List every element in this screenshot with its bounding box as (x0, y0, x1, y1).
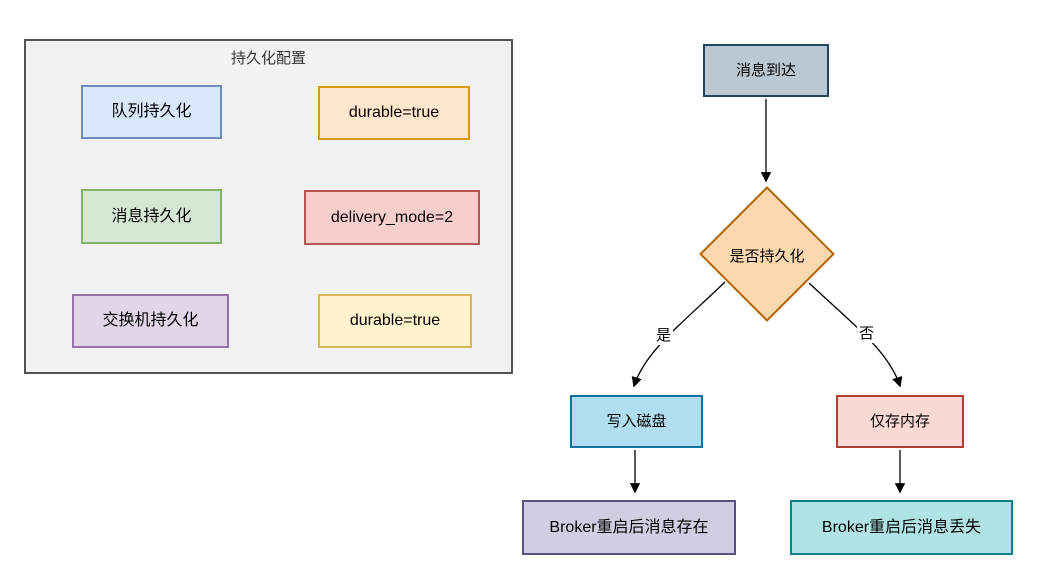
flow-node-message-lost: Broker重启后消息丢失 (790, 500, 1013, 555)
config-panel: 队列持久化 durable=true 消息持久化 delivery_mode=2… (24, 39, 513, 374)
panel-title: 持久化配置 (230, 50, 306, 67)
config-queue-node: 队列持久化 (81, 85, 222, 139)
edge-no (808, 282, 903, 388)
edge-label-no: 否 (857, 325, 877, 343)
edge-yes (631, 281, 726, 388)
config-message-value-node: delivery_mode=2 (304, 190, 480, 245)
flow-node-memory-only: 仅存内存 (836, 395, 964, 448)
flow-node-message-arrive: 消息到达 (703, 44, 829, 97)
config-message-node: 消息持久化 (81, 189, 222, 244)
config-queue-value-node: durable=true (318, 86, 470, 140)
flow-decision-label: 是否持久化 (729, 248, 805, 265)
flow-node-message-persists: Broker重启后消息存在 (522, 500, 736, 555)
edge-label-yes: 是 (654, 327, 674, 345)
config-exchange-value-node: durable=true (318, 294, 472, 348)
config-exchange-node: 交换机持久化 (72, 294, 229, 348)
flow-node-write-disk: 写入磁盘 (570, 395, 703, 448)
